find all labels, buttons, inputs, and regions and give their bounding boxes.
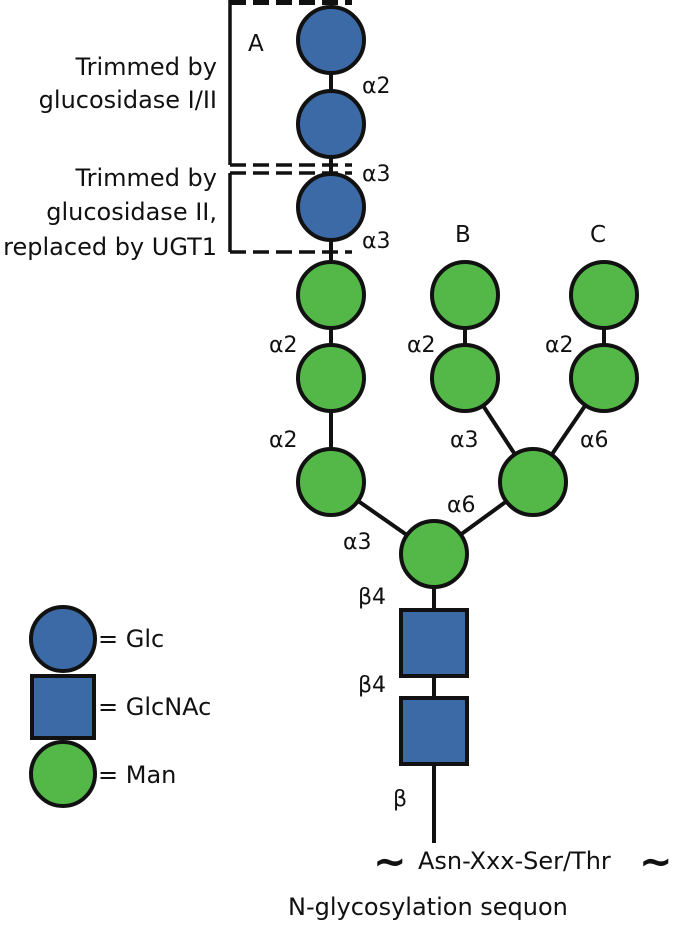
linkage-arm-b-a3: α3	[450, 428, 479, 453]
linkage-arm-a-a2-mid: α2	[269, 428, 298, 453]
linkage-core-b4-lower: β4	[358, 673, 386, 698]
linkage-core-a6: α6	[447, 493, 476, 518]
branch-label-b: B	[455, 222, 471, 248]
man-residue-a2	[296, 343, 366, 413]
legend-glc-swatch	[29, 605, 97, 673]
linkage-arm-b-a2: α2	[407, 333, 436, 358]
legend: = Glc = GlcNAc = Man	[29, 605, 211, 808]
linkage-core-b4-upper: β4	[358, 585, 386, 610]
trim-note-2-line-1: Trimmed by	[75, 164, 218, 192]
sequon-tilde-right: ~	[639, 839, 673, 885]
glc-residue-1	[296, 5, 366, 75]
man-residue-c1	[569, 260, 639, 330]
glc-residue-2	[296, 89, 366, 159]
trim-note-2-line-2: glucosidase II,	[46, 198, 217, 226]
branch-label-c: C	[590, 222, 606, 248]
residues	[296, 5, 639, 766]
man-residue-branch	[498, 447, 568, 517]
linkage-arm-a-a2-top: α2	[269, 333, 298, 358]
linkage-arm-c-a2: α2	[545, 333, 574, 358]
legend-man-swatch	[29, 740, 97, 808]
glcnac-residue-2	[399, 696, 469, 766]
linkage-glc-a3-lower: α3	[362, 229, 391, 254]
legend-glcnac-swatch	[30, 674, 96, 740]
legend-man-label: = Man	[98, 761, 176, 789]
branch-label-a: A	[248, 31, 264, 57]
linkage-core-a3: α3	[343, 530, 372, 555]
man-residue-b2	[430, 343, 500, 413]
man-residue-core	[399, 519, 469, 589]
glc-residue-3	[296, 172, 366, 242]
linkage-glc-a2: α2	[362, 74, 391, 99]
linkage-arm-c-a6: α6	[580, 428, 609, 453]
glcnac-residue-1	[399, 608, 469, 678]
trim-note-1-line-1: Trimmed by	[75, 53, 218, 81]
sequon-caption: N-glycosylation sequon	[288, 893, 568, 921]
legend-glcnac-label: = GlcNAc	[98, 693, 211, 721]
linkage-core-b: β	[393, 787, 407, 812]
trim-note-1-line-2: glucosidase I/II	[39, 86, 217, 114]
man-residue-a3	[296, 447, 366, 517]
linkage-glc-a3-upper: α3	[362, 162, 391, 187]
man-residue-c2	[569, 343, 639, 413]
sequon-text: Asn-Xxx-Ser/Thr	[418, 847, 611, 875]
trim-note-2-line-3: replaced by UGT1	[3, 233, 217, 261]
legend-glc-label: = Glc	[98, 625, 164, 653]
sequon-tilde-left: ~	[373, 839, 407, 885]
man-residue-a1	[296, 260, 366, 330]
man-residue-b1	[430, 260, 500, 330]
